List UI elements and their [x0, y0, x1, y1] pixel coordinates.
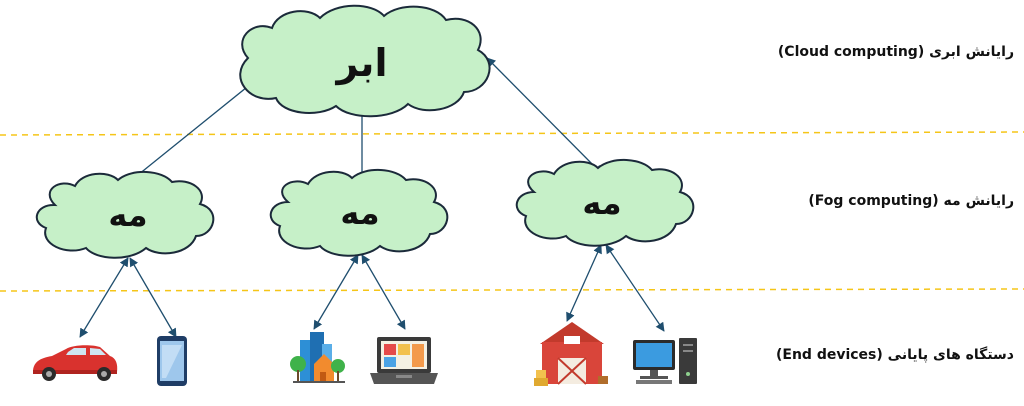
barn-icon — [534, 322, 608, 386]
cloud-node: ابر — [239, 4, 491, 118]
layer-label-fog: رایانش مه (Fog computing) — [714, 193, 1014, 209]
layer-end-en: End devices — [782, 347, 877, 363]
fog-label-3: مه — [582, 184, 621, 222]
smartphone-icon — [157, 336, 187, 386]
arrow-fog3-barn — [566, 244, 602, 322]
layer-end-en-wrap: (End devices) — [775, 347, 883, 363]
layer-end-fa: دستگاه های پایانی — [887, 347, 1014, 363]
desktop-computer-icon — [633, 338, 697, 384]
cloud-label: ابر — [335, 41, 388, 85]
fog-device-arrows — [79, 244, 665, 338]
fog-node-1: مه — [35, 170, 215, 259]
arrow-fog2-laptop — [361, 254, 406, 330]
layer-cloud-en: Cloud computing — [784, 44, 918, 60]
laptop-icon — [370, 337, 438, 384]
fog-label-2: مه — [340, 194, 379, 232]
fog-node-3: مه — [515, 158, 695, 247]
fog-node-2: مه — [269, 168, 449, 257]
arrow-cloud-fog-3 — [486, 57, 603, 175]
arrow-fog1-car — [79, 257, 129, 338]
city-buildings-icon — [290, 332, 345, 383]
arrow-fog1-phone — [129, 257, 177, 338]
layer-cloud-fa: رایانش ابری — [929, 44, 1014, 60]
layer-label-end: دستگاه های پایانی (End devices) — [714, 347, 1014, 363]
arrow-cloud-fog-1 — [127, 74, 263, 184]
divider-fog-end — [0, 288, 1024, 292]
layer-fog-en: Fog computing — [814, 193, 933, 209]
layer-cloud-en-wrap: (Cloud computing) — [777, 44, 925, 60]
arrow-fog2-city — [313, 254, 359, 330]
divider-cloud-fog — [0, 131, 1024, 136]
car-icon — [33, 345, 118, 381]
fog-label-1: مه — [108, 196, 147, 234]
layer-label-cloud: رایانش ابری (Cloud computing) — [714, 44, 1014, 60]
arrow-fog3-desktop — [605, 244, 665, 332]
layer-fog-en-wrap: (Fog computing) — [808, 193, 939, 209]
layer-fog-fa: رایانش مه — [943, 193, 1014, 209]
